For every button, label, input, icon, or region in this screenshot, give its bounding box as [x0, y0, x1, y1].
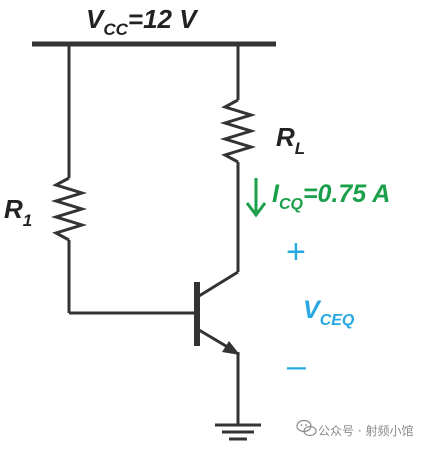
r1-label-main: R: [4, 194, 23, 224]
rl-label: RL: [276, 122, 305, 158]
vceq-label-sub: CEQ: [320, 312, 355, 329]
current-arrow-head: [245, 202, 267, 218]
vceq-plus: +: [286, 233, 306, 271]
wechat-icon: [296, 419, 317, 437]
icq-label: ICQ=0.75 A: [272, 180, 390, 213]
icq-label-main: I: [272, 180, 280, 208]
emitter-arrow: [222, 341, 240, 355]
rl-resistor: [219, 98, 257, 164]
vcc-label-main: V: [86, 4, 106, 34]
transistor-collector: [198, 270, 239, 298]
vcc-label-value: =12 V: [128, 4, 199, 34]
vcc-label-sub: CC: [103, 20, 128, 39]
r1-label-sub: 1: [23, 211, 32, 230]
watermark: 公众号 · 射频小馆: [296, 419, 413, 438]
watermark-text: 公众号 · 射频小馆: [318, 423, 413, 438]
rl-label-main: R: [276, 122, 295, 152]
rl-label-sub: L: [295, 139, 305, 158]
icq-label-value: =0.75 A: [303, 180, 390, 208]
vceq-minus: –: [287, 347, 306, 385]
vceq-label: VCEQ: [303, 296, 355, 329]
vcc-label: VCC=12 V: [86, 4, 199, 39]
vceq-label-main: V: [303, 296, 322, 324]
icq-label-sub: CQ: [279, 196, 304, 213]
r1-label: R1: [4, 194, 32, 230]
r1-resistor: [50, 176, 88, 242]
